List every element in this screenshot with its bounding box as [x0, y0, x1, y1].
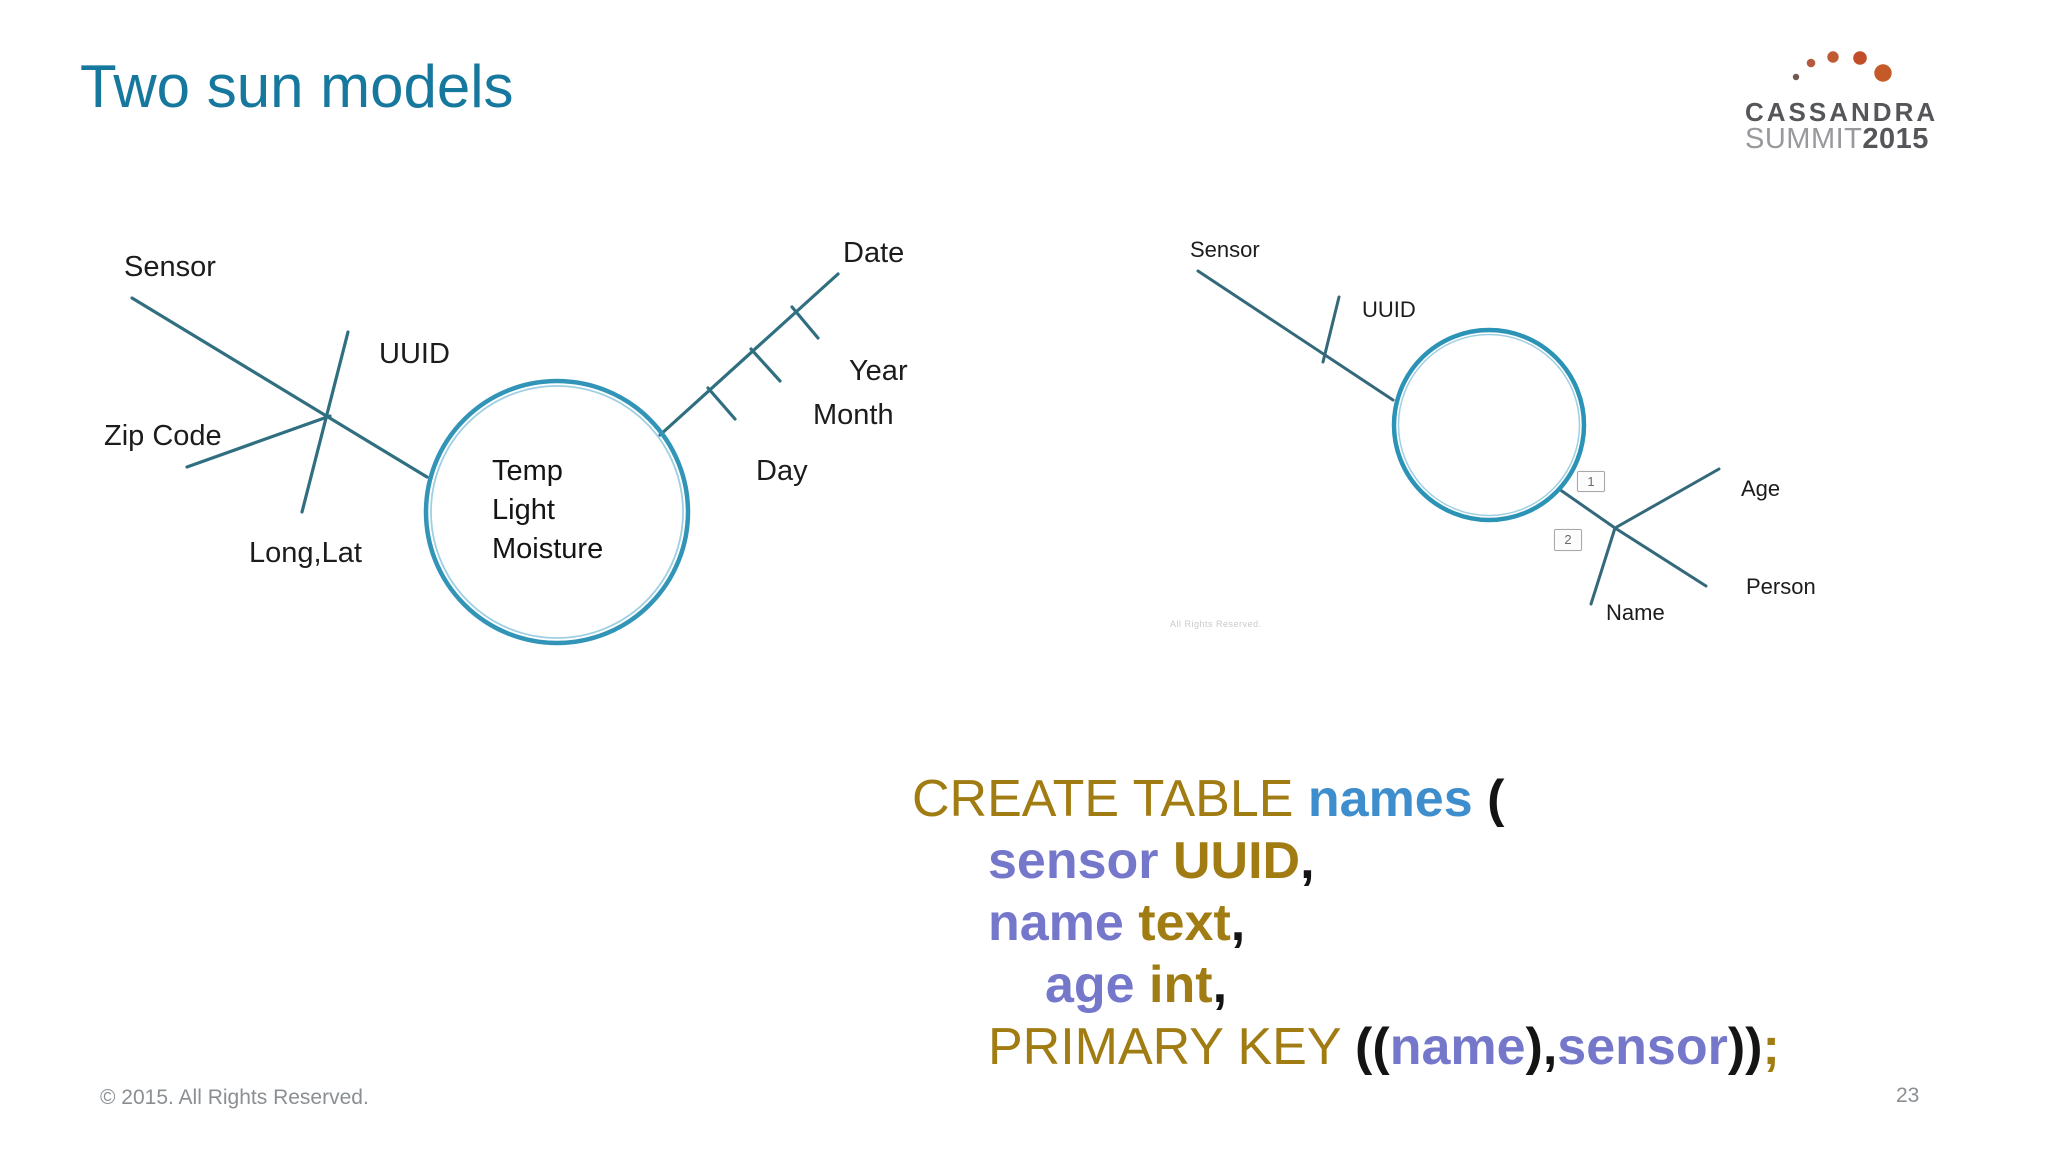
cql-column-age: age [1045, 956, 1135, 1014]
cql-table-name: names [1307, 770, 1473, 828]
cql-column-name: name [988, 894, 1124, 952]
cql-open-paren: ( [1472, 770, 1505, 828]
cql-double-open-paren: (( [1355, 1018, 1390, 1076]
cql-clustering-key: sensor [1557, 1018, 1728, 1076]
left-date-label: Date [843, 237, 905, 269]
right-name-branch [1589, 526, 1617, 606]
left-zipcode-label: Zip Code [104, 420, 222, 452]
left-sensor-label: Sensor [124, 251, 216, 283]
left-partition-crossbar [300, 330, 350, 514]
cql-keyword-primary-key: PRIMARY KEY [988, 1018, 1356, 1076]
cql-line-sensor: sensor UUID, [912, 830, 1780, 892]
right-marker-1: 1 [1577, 471, 1605, 492]
attribute-light: Light [492, 494, 555, 526]
left-date-line [658, 272, 840, 437]
right-sensor-line [1196, 269, 1395, 402]
cql-double-close-paren: )) [1727, 1018, 1763, 1076]
right-age-branch [1613, 467, 1721, 530]
cql-semicolon: ; [1762, 1018, 1780, 1076]
cql-comma-1: , [1300, 832, 1315, 890]
footer-page-number: 23 [1896, 1084, 1920, 1107]
left-day-label: Day [756, 455, 808, 487]
cql-mid-paren: ), [1525, 1018, 1558, 1076]
right-uuid-tick [1321, 295, 1341, 364]
embedded-watermark: All Rights Reserved. [1170, 619, 1262, 629]
logo-dots-arc-icon [1792, 51, 1892, 82]
left-longlat-label: Long,Lat [249, 537, 362, 569]
logo-event-word: SUMMIT [1745, 123, 1863, 155]
right-uuid-label: UUID [1362, 297, 1416, 322]
left-tick-day [706, 386, 737, 421]
cql-keyword-create-table: CREATE TABLE [912, 770, 1308, 828]
left-entity-attributes: Temp Light Moisture [492, 452, 603, 569]
cql-line-name: name text, [912, 892, 1780, 954]
cql-line-create: CREATE TABLE names ( [912, 768, 1780, 830]
logo-brand-text: CASSANDRA [1745, 97, 1939, 127]
logo-event-text: SUMMIT2015 [1745, 123, 1955, 156]
right-entity-circle-inner-ring [1397, 333, 1581, 517]
right-sensor-label: Sensor [1190, 237, 1260, 262]
cql-line-primary-key: PRIMARY KEY ((name),sensor)); [912, 1016, 1780, 1078]
cql-line-age: age int, [912, 954, 1780, 1016]
logo-event-year: 2015 [1862, 123, 1929, 155]
cql-type-int: int [1134, 956, 1213, 1014]
footer-copyright: © 2015. All Rights Reserved. [100, 1086, 369, 1109]
cql-comma-2: , [1230, 894, 1246, 952]
cql-comma-3: , [1212, 956, 1228, 1014]
slide-title: Two sun models [80, 53, 514, 120]
attribute-moisture: Moisture [492, 533, 604, 565]
cql-column-sensor: sensor [988, 832, 1159, 890]
left-year-label: Year [849, 355, 908, 387]
attribute-temp: Temp [492, 455, 563, 487]
cql-partition-key: name [1389, 1018, 1526, 1076]
right-age-label: Age [1741, 476, 1781, 501]
left-uuid-label: UUID [379, 338, 450, 370]
left-month-label: Month [813, 399, 894, 431]
cql-type-uuid: UUID [1158, 832, 1301, 890]
right-name-label: Name [1606, 600, 1665, 625]
cql-type-text: text [1123, 894, 1231, 952]
right-marker-2: 2 [1554, 529, 1582, 551]
cql-code-block: CREATE TABLE names ( sensor UUID, name t… [912, 768, 1780, 1078]
left-tick-month [749, 347, 782, 383]
right-entity-circle [1391, 327, 1587, 523]
right-person-label: Person [1746, 574, 1816, 599]
left-tick-year [790, 305, 820, 340]
right-person-branch [1613, 526, 1708, 588]
right-branch-trunk [1557, 487, 1617, 530]
